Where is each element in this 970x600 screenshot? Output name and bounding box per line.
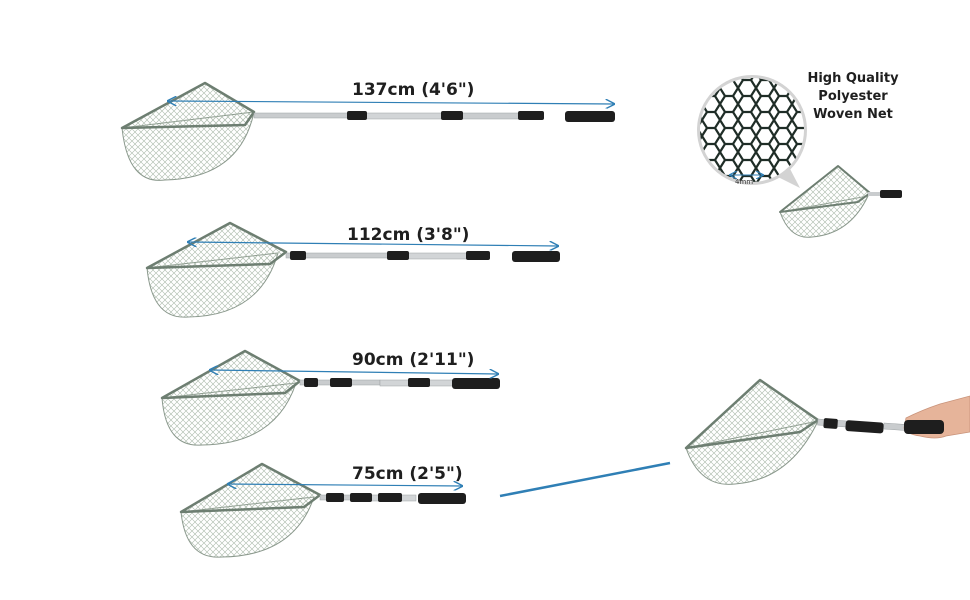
connector-line <box>499 461 671 498</box>
net-frame <box>120 81 256 130</box>
net-frame <box>145 221 288 270</box>
pole-lock <box>304 378 318 387</box>
foam-handle <box>565 111 615 122</box>
foam-handle <box>452 378 500 389</box>
net-75cm <box>179 462 466 558</box>
pole-lock <box>823 418 838 429</box>
net-bag <box>779 195 869 238</box>
pole-lock <box>378 493 402 502</box>
pole-lock <box>466 251 490 260</box>
net-bag <box>685 420 819 485</box>
pole-lock <box>441 111 463 120</box>
pole-lock <box>347 111 367 120</box>
hand <box>903 395 970 439</box>
foam-handle <box>880 190 902 198</box>
pole <box>253 112 355 119</box>
pole-lock <box>350 493 372 502</box>
net-feature-title: High Quality Polyester Woven Net <box>800 70 906 124</box>
pole <box>353 112 445 120</box>
measure-line <box>188 242 558 246</box>
length-label-90cm: 90cm (2'11") <box>352 350 475 370</box>
length-label-112cm: 112cm (3'8") <box>347 225 470 245</box>
pole <box>883 422 907 431</box>
pole-lock <box>290 251 306 260</box>
foam-handle <box>418 493 466 504</box>
pole-lock <box>330 378 352 387</box>
pole <box>868 192 882 196</box>
net-bag <box>121 111 255 181</box>
handheld-net <box>684 378 970 485</box>
pole-lock <box>408 378 430 387</box>
measure-line <box>168 101 614 104</box>
length-label-137cm: 137cm (4'6") <box>352 80 475 100</box>
net-frame <box>179 462 322 514</box>
pole-lock <box>326 493 344 502</box>
net-bag <box>161 382 297 446</box>
small-net <box>779 165 902 238</box>
foam-handle <box>512 251 560 262</box>
net-title-line: Woven Net <box>813 107 893 122</box>
length-label-75cm: 75cm (2'5") <box>352 464 463 484</box>
foam-handle <box>845 420 884 434</box>
net-bag <box>146 252 279 318</box>
net-frame <box>160 349 302 400</box>
mesh-size-label: 4mm <box>735 178 754 186</box>
measure-line <box>228 484 462 486</box>
pole-lock <box>518 111 544 120</box>
mesh-detail-inset <box>697 75 807 188</box>
net-90cm <box>160 349 500 446</box>
net-112cm <box>145 221 560 318</box>
net-137cm <box>120 81 615 181</box>
net-bag <box>180 496 315 558</box>
pole-lock <box>387 251 409 260</box>
measure-line <box>210 370 498 374</box>
net-title-line: High Quality <box>807 71 899 86</box>
net-title-line: Polyester <box>818 89 888 104</box>
